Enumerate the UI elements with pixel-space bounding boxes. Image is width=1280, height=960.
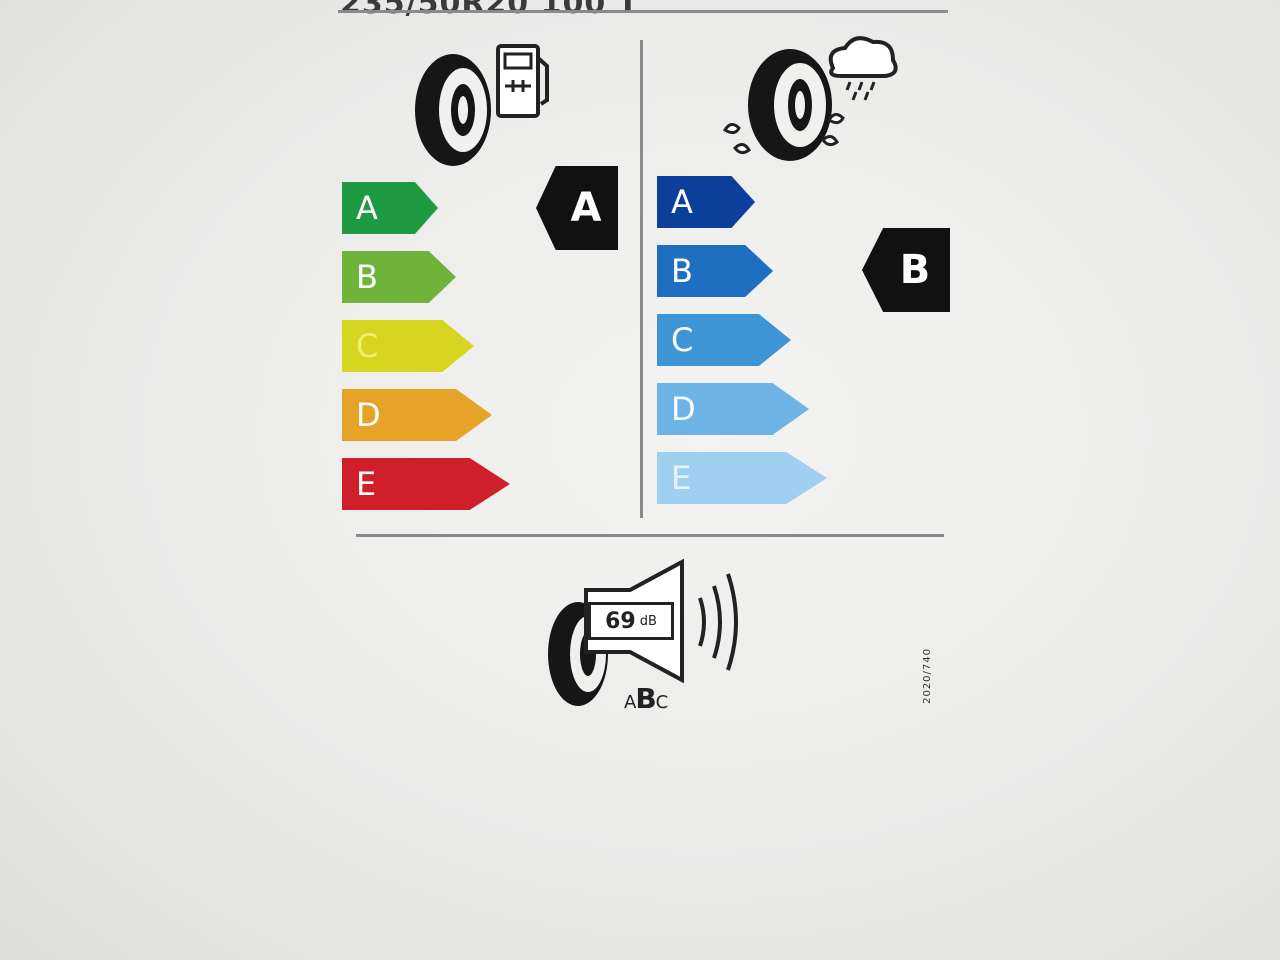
noise-class-scale: ABC — [624, 682, 669, 715]
wet-grip-bar-e: E — [657, 452, 827, 504]
noise-class-a: A — [624, 692, 636, 713]
wet-grip-bar-d: D — [657, 383, 809, 435]
center-divider — [640, 40, 643, 518]
regulation-code: 2020/740 — [922, 648, 933, 704]
fuel-efficiency-bar-d: D — [342, 389, 492, 441]
fuel-efficiency-rating-badge: A — [536, 166, 618, 250]
fuel-efficiency-bar-a: A — [342, 182, 438, 234]
noise-class-c: C — [655, 692, 669, 713]
middle-divider — [356, 534, 944, 537]
noise-value: 69 — [605, 608, 636, 634]
fuel-efficiency-bar-b: B — [342, 251, 456, 303]
noise-value-box: 69 dB — [588, 602, 674, 640]
wet-grip-rating-badge: B — [862, 228, 950, 312]
wet-grip-bar-b: B — [657, 245, 773, 297]
tire-rain-cloud-icon — [722, 36, 898, 161]
noise-class-b: B — [635, 682, 656, 715]
fuel-efficiency-bar-e: E — [342, 458, 510, 510]
fuel-efficiency-bar-c: C — [342, 320, 474, 372]
noise-unit: dB — [639, 613, 657, 629]
wet-grip-bar-a: A — [657, 176, 755, 228]
wet-grip-bar-c: C — [657, 314, 791, 366]
tire-fuel-pump-icon — [415, 44, 549, 166]
top-divider — [338, 10, 948, 13]
